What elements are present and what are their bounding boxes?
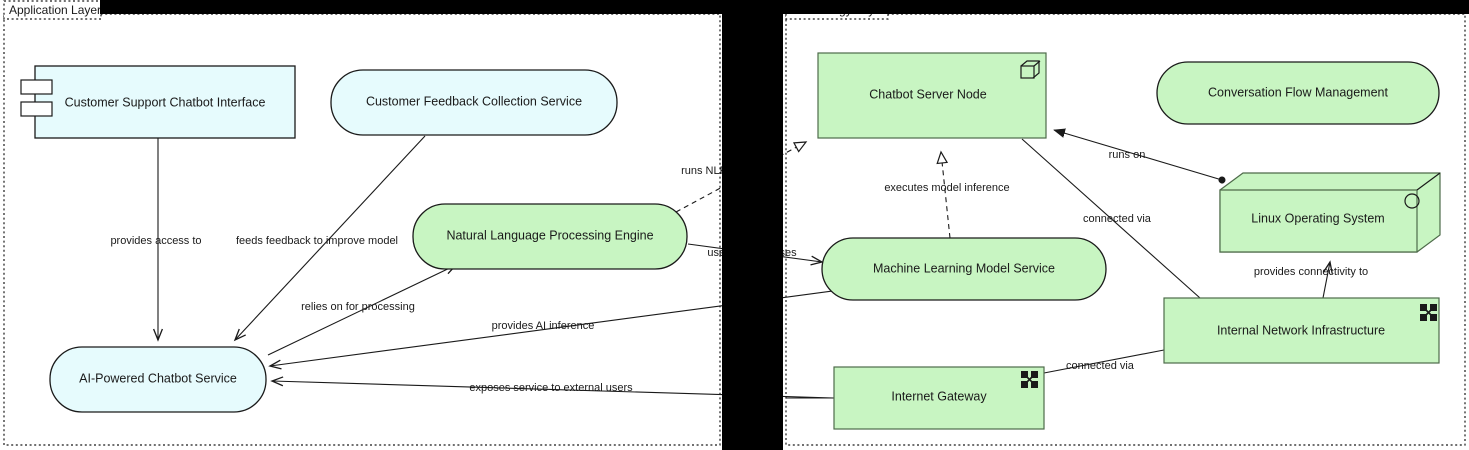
occluder-top-bar: [100, 0, 1469, 14]
relation-labels: provides access to feeds feedback to imp…: [110, 149, 1368, 394]
node-conversation-flow-management[interactable]: Conversation Flow Management: [1156, 61, 1440, 125]
node-label-customer-support-chatbot-interface: Customer Support Chatbot Interface: [65, 95, 266, 109]
node-label-customer-feedback-collection-service: Customer Feedback Collection Service: [366, 94, 582, 108]
node-customer-support-chatbot-interface[interactable]: Customer Support Chatbot Interface: [20, 65, 296, 139]
node-label-machine-learning-model-service: Machine Learning Model Service: [873, 261, 1055, 275]
relation-label-feeds-feedback-to-improve-model: feeds feedback to improve model: [236, 235, 398, 247]
edge-executes-model-inference: [936, 150, 951, 239]
relation-label-runs-on: runs on: [1109, 149, 1146, 161]
node-linux-operating-system[interactable]: Linux Operating System: [1219, 172, 1441, 253]
device-circle-icon: [1404, 193, 1420, 209]
occluders: [100, 0, 1469, 450]
relation-label-provides-ai-inference: provides AI inference: [492, 320, 595, 332]
relation-label-provides-access-to: provides access to: [110, 235, 201, 247]
node-natural-language-processing-engine[interactable]: Natural Language Processing Engine: [412, 203, 688, 270]
panel-application-layer: Application Layer: [3, 0, 721, 446]
node-chatbot-server-node[interactable]: Chatbot Server Node: [817, 52, 1047, 139]
node-label-internet-gateway: Internet Gateway: [891, 389, 987, 403]
edge-connected-via-top: [1021, 138, 1201, 299]
relation-label-connected-via-top: connected via: [1083, 213, 1152, 225]
node-machine-learning-model-service[interactable]: Machine Learning Model Service: [821, 237, 1107, 301]
node-ai-powered-chatbot-service[interactable]: AI-Powered Chatbot Service: [49, 346, 267, 413]
node-label-ai-powered-chatbot-service: AI-Powered Chatbot Service: [79, 371, 237, 385]
edges-technology: [786, 130, 1333, 399]
node-3d-box-icon: [1020, 60, 1041, 79]
edge-provides-ai-inference: [268, 281, 901, 370]
node-internet-gateway[interactable]: Internet Gateway: [833, 366, 1045, 430]
edge-relies-on-for-processing: [267, 264, 458, 356]
relation-label-exposes-service-to-external-users: exposes service to external users: [469, 382, 633, 394]
network-icon: [1420, 304, 1437, 321]
node-internal-network-infrastructure[interactable]: Internal Network Infrastructure: [1163, 297, 1440, 364]
relation-label-executes-model-inference: executes model inference: [884, 182, 1009, 194]
node-label-internal-network-infrastructure: Internal Network Infrastructure: [1217, 323, 1385, 337]
component-tab-upper-icon: [20, 79, 53, 95]
node-label-chatbot-server-node: Chatbot Server Node: [869, 87, 986, 101]
edge-provides-connectivity-to: [1322, 260, 1333, 299]
edge-runs-on: [1054, 130, 1222, 180]
panel-title-application: Application Layer: [9, 3, 101, 17]
network-icon: [1021, 371, 1038, 388]
relation-label-runs-nlp: runs NLP: [681, 165, 727, 177]
edge-connected-via-bottom: [1043, 349, 1165, 374]
edge-feeds-feedback: [233, 135, 426, 342]
node-label-natural-language-processing-engine: Natural Language Processing Engine: [446, 228, 653, 242]
component-tab-lower-icon: [20, 101, 53, 117]
relation-label-connected-via-bottom: connected via: [1066, 360, 1135, 372]
relation-label-relies-on-for-processing: relies on for processing: [301, 301, 415, 313]
node-customer-feedback-collection-service[interactable]: Customer Feedback Collection Service: [330, 69, 618, 138]
occluder-middle-band: [722, 0, 783, 450]
relation-label-provides-connectivity-to: provides connectivity to: [1254, 266, 1368, 278]
node-label-linux-operating-system: Linux Operating System: [1251, 211, 1384, 225]
node-label-conversation-flow-management: Conversation Flow Management: [1208, 85, 1388, 99]
